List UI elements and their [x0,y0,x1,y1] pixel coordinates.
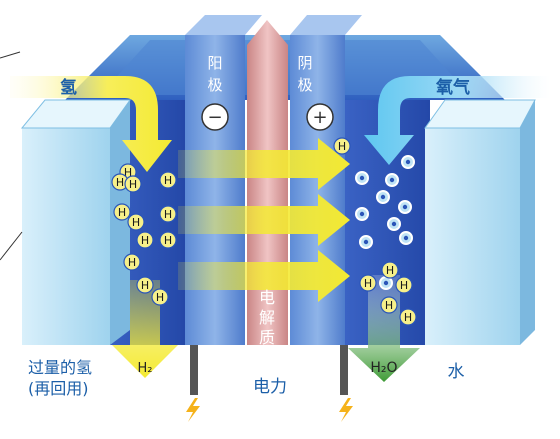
electrolyte-char2: 解 [259,308,275,327]
proton-flow-arrow-1 [178,138,350,190]
hydrogen-particle-label: H [385,299,393,312]
hydrogen-particle-label: H [404,311,412,324]
hydrogen-particle-label: H [164,208,172,221]
proton-flow-arrow-2 [178,194,350,246]
water-outlet-arrow [348,275,420,382]
hydrogen-particle-label: H [141,234,149,247]
proton-flow-arrow-3 [178,250,350,302]
excess-hydrogen-arrow [112,280,178,378]
hydrogen-particle [123,253,141,271]
lightning-icon [339,398,353,422]
anode-label-char2: 极 [207,76,222,94]
hydrogen-particle [159,231,177,249]
oxygen-inlet-arrow [364,76,550,165]
water-label: 水 [448,362,465,382]
excess-hydrogen-label: 过量的氢 [28,358,92,377]
hydrogen-particle-label: H [364,277,372,290]
anode-label-char1: 阳 [207,54,222,72]
hydrogen-particle [333,137,351,155]
electrolyte-char1: 电 [259,288,275,307]
hydrogen-particle-label: H [116,176,124,189]
hydrogen-particle-label: H [128,256,136,269]
hydrogen-particle [159,205,177,223]
hydrogen-label: 氢 [60,77,77,98]
electricity-label: 电力 [253,377,287,397]
hydrogen-particle-label: H [400,279,408,292]
hydrogen-particle [380,296,398,314]
hydrogen-particle [151,288,169,306]
hydrogen-particle-label: H [164,234,172,247]
anode-terminal [190,345,198,395]
hydrogen-particle-label: H [338,140,346,153]
plus-symbol: + [312,107,327,128]
plus-icon [306,103,334,131]
hydrogen-particle [113,203,131,221]
hydrogen-particle-label: H [129,178,137,191]
cathode-label-char1: 阴 [297,54,312,72]
hydrogen-particle [359,274,377,292]
oxygen-label: 氧气 [435,77,470,98]
cathode-terminal [340,345,348,395]
hydrogen-particle [136,276,154,294]
hydrogen-particle-label: H [141,279,149,292]
hydrogen-particle-label: H [386,264,394,277]
right-flow-plate [425,128,520,345]
electrolyte-char3: 质 [259,328,275,347]
oxygen-molecules [355,155,415,290]
pointer-line [0,231,23,261]
hydrogen-particle [381,261,399,279]
left-flow-plate [22,128,110,345]
hydrogen-particle [159,171,177,189]
hydrogen-particle-label: H [132,216,140,229]
cathode-label-char2: 极 [297,76,312,94]
hydrogen-particle [399,308,417,326]
recycle-label: (再回用) [28,379,89,398]
hydrogen-particle [124,175,142,193]
hydrogen-particle-label: H [124,166,132,179]
minus-icon [201,103,229,131]
h2o-outlet-label: H₂O [370,360,397,376]
hydrogen-particle [395,276,413,294]
hydrogen-inlet-arrow [10,76,172,172]
lightning-icon [186,398,200,422]
h2-outlet-label: H₂ [138,361,153,376]
pointer-line [0,51,21,59]
hydrogen-particle [136,231,154,249]
hydrogen-particle-label: H [118,206,126,219]
hydrogen-particle-label: H [164,174,172,187]
hydrogen-particle [127,213,145,231]
minus-symbol: − [207,107,222,128]
hydrogen-particle-label: H [156,291,164,304]
